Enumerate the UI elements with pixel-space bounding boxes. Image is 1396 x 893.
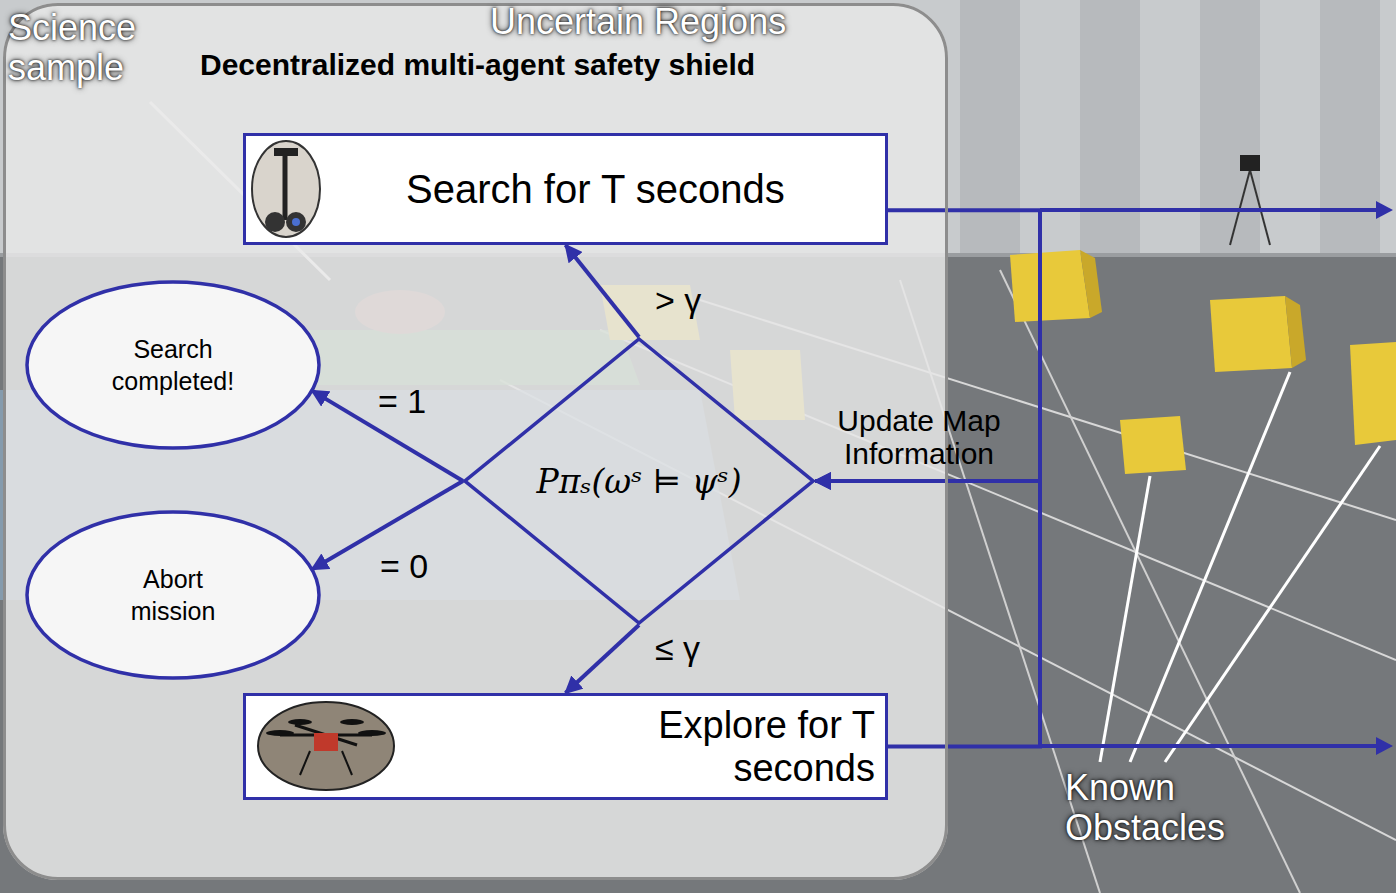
edge-label: > γ <box>655 282 701 319</box>
wall-panel <box>1200 0 1260 255</box>
drone-icon <box>258 702 394 790</box>
output-line <box>1040 744 1378 748</box>
output-line <box>1040 208 1378 212</box>
process-box: Search for T seconds <box>243 133 888 245</box>
ellipse-fill <box>27 282 319 448</box>
output-arrowhead <box>1376 201 1393 219</box>
panel-shape-guide <box>3 3 948 880</box>
panel-title: Decentralized multi-agent safety shield <box>200 48 755 82</box>
leader-line <box>1165 446 1380 762</box>
panel-fill <box>3 3 948 880</box>
wall-panel <box>960 0 1020 255</box>
segway-post <box>283 152 288 220</box>
terminal-ellipse: Search completed! <box>25 280 321 450</box>
ellipse-border <box>27 512 319 678</box>
process-box: Explore for T seconds <box>243 693 888 800</box>
segway-wheel <box>265 212 285 232</box>
tripod-leg <box>1230 170 1250 245</box>
segway-handle <box>274 148 298 156</box>
connector <box>566 245 640 337</box>
leader-line <box>1100 476 1150 762</box>
drone-leg <box>342 751 352 775</box>
camera <box>1240 155 1260 171</box>
drone-prop <box>358 730 386 736</box>
box-fill <box>243 693 888 800</box>
output-arrowhead <box>1376 737 1393 755</box>
box-text: Search for T seconds <box>406 167 785 212</box>
wall-panel <box>1320 0 1380 255</box>
edge-label: = 0 <box>380 548 428 585</box>
drone-prop <box>266 730 294 736</box>
drone-prop <box>340 719 364 725</box>
decision-diamond: Pπₛ(ωˢ ⊨ ψˢ) <box>463 337 815 625</box>
photo-label: Known Obstacles <box>1065 768 1255 849</box>
segway-hub <box>292 218 300 226</box>
ellipse-outline <box>25 510 321 680</box>
ellipse-text: Abort mission <box>98 563 248 628</box>
photo-label: Uncertain Regions <box>490 2 850 42</box>
segway-wheel <box>286 212 306 232</box>
drone-leg <box>300 751 310 775</box>
box-text: Explore for T seconds <box>613 704 875 789</box>
shield-panel: Decentralized multi-agent safety shieldS… <box>3 3 948 880</box>
edge-label: = 1 <box>378 383 426 420</box>
edge-label: ≤ γ <box>655 630 700 667</box>
cube <box>1210 296 1292 372</box>
decision-text: Pπₛ(ωˢ ⊨ ψˢ) <box>536 462 741 501</box>
terminal-ellipse: Abort mission <box>25 510 321 680</box>
box-fill <box>243 133 888 245</box>
drone-body <box>314 733 338 751</box>
ellipse-border <box>27 282 319 448</box>
cube <box>1350 342 1396 445</box>
diamond-border <box>465 339 813 623</box>
segway-icon <box>252 141 320 237</box>
cube <box>1120 416 1186 474</box>
ellipse-fill <box>27 512 319 678</box>
leader-line <box>1130 372 1290 762</box>
tripod-leg <box>1250 170 1270 245</box>
drone-prop <box>288 719 312 725</box>
edge-label: Update Map Information <box>812 404 1026 470</box>
cube-side <box>1080 250 1102 318</box>
photo-label: Science sample <box>8 8 178 89</box>
cube-side <box>1285 296 1306 368</box>
wall-panel <box>1080 0 1140 255</box>
cube <box>1010 250 1090 322</box>
connector <box>566 625 640 693</box>
ellipse-outline <box>25 280 321 450</box>
floor-line <box>1000 270 1300 893</box>
ellipse-text: Search completed! <box>98 333 248 398</box>
